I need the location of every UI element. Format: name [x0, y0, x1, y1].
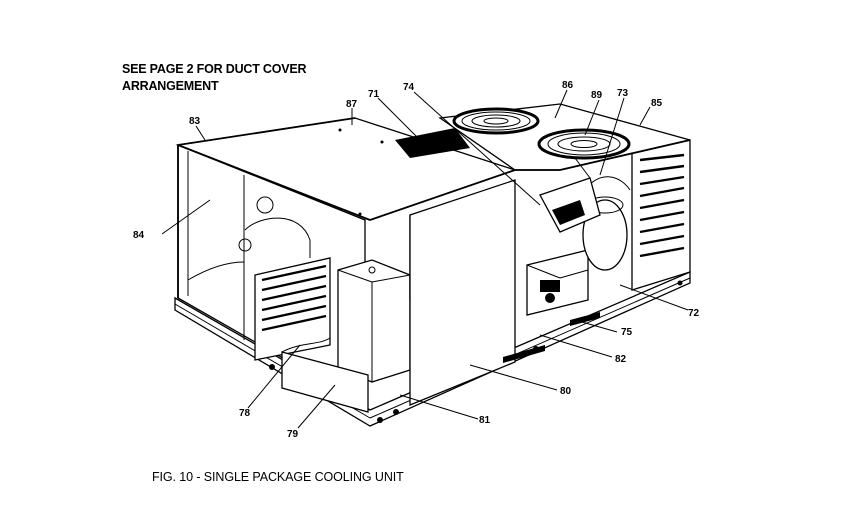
lower-left-access-panel [281, 337, 369, 413]
callout-78: 78 [239, 408, 251, 419]
callout-75: 75 [621, 327, 633, 338]
front-access-panel [409, 179, 516, 406]
callout-89: 89 [591, 90, 603, 101]
filter-box [337, 259, 411, 383]
callout-84: 84 [133, 230, 145, 241]
duct-cover-note-line2: ARRANGEMENT [122, 79, 219, 93]
top-panel [175, 117, 518, 221]
callout-79: 79 [287, 429, 299, 440]
fan-grille-rear [452, 107, 540, 135]
callout-82: 82 [615, 354, 627, 365]
fan-motor-bracket [539, 157, 601, 233]
evaporator-coil [238, 196, 331, 361]
callout-83: 83 [189, 116, 201, 127]
duct-cover-note-line1: SEE PAGE 2 FOR DUCT COVER [122, 62, 307, 76]
control-box [526, 249, 589, 316]
fan-grille-front [537, 128, 631, 160]
callout-73: 73 [617, 88, 629, 99]
callout-71: 71 [368, 89, 380, 100]
callout-72: 72 [688, 308, 700, 319]
callout-81: 81 [479, 415, 491, 426]
condenser-coil [631, 139, 691, 291]
leader-lines [161, 89, 689, 429]
figure-caption: FIG. 10 - SINGLE PACKAGE COOLING UNIT [152, 470, 404, 484]
callout-85: 85 [651, 98, 663, 109]
duct-cover-note: SEE PAGE 2 FOR DUCT COVER ARRANGEMENT [122, 61, 307, 95]
front-louvers [503, 312, 600, 363]
callout-numbers: 83 84 87 71 74 86 89 73 85 72 75 82 80 8… [133, 80, 700, 440]
callout-74: 74 [403, 82, 415, 93]
callout-87: 87 [346, 99, 358, 110]
callout-86: 86 [562, 80, 574, 91]
callout-80: 80 [560, 386, 572, 397]
